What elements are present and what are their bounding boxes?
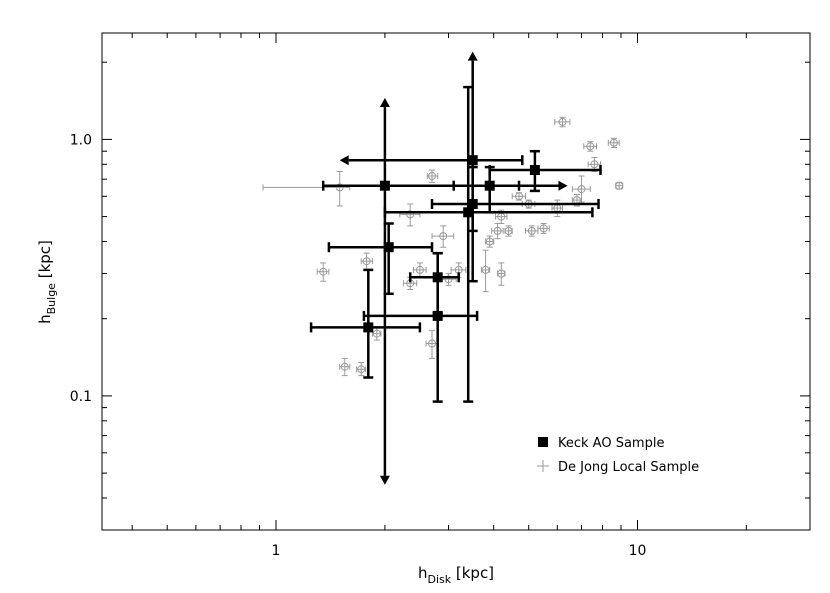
- keck-point: [452, 165, 568, 214]
- de-jong-point: [431, 225, 455, 248]
- arrow-down-icon: [379, 475, 390, 485]
- legend-marker-dejong: [537, 460, 549, 472]
- keck-marker: [484, 180, 495, 191]
- de-jong-marker: [444, 275, 453, 284]
- keck-point: [430, 165, 600, 233]
- de-jong-marker: [335, 183, 344, 192]
- de-jong-marker: [609, 138, 618, 147]
- plot-frame: [101, 32, 811, 531]
- de-jong-point: [372, 326, 382, 341]
- de-jong-marker: [406, 210, 415, 219]
- de-jong-marker: [357, 365, 366, 374]
- de-jong-marker: [428, 339, 436, 348]
- de-jong-point: [615, 181, 624, 190]
- keck-marker: [379, 180, 390, 191]
- arrow-right-icon: [558, 180, 568, 191]
- keck-marker: [467, 199, 478, 209]
- de-jong-marker: [539, 224, 548, 233]
- de-jong-point: [339, 357, 351, 377]
- keck-marker: [383, 242, 394, 253]
- de-jong-marker: [415, 265, 424, 274]
- axes-layer: 1 10 0.1 1.0: [70, 33, 811, 559]
- arrow-left-icon: [339, 155, 349, 166]
- de-jong-marker: [428, 172, 436, 180]
- keck-series: [309, 51, 602, 485]
- y-axis-label: hBulge [kpc]: [36, 240, 58, 324]
- keck-point: [408, 251, 460, 315]
- de-jong-marker: [558, 117, 567, 126]
- de-jong-point: [554, 116, 571, 128]
- de-jong-marker: [481, 265, 490, 274]
- de-jong-marker: [319, 267, 328, 276]
- de-jong-point: [425, 329, 439, 359]
- keck-point: [488, 149, 602, 193]
- de-jong-point: [497, 262, 506, 286]
- keck-marker: [467, 155, 478, 166]
- y-tick-label: 0.1: [70, 389, 92, 405]
- keck-marker: [432, 310, 443, 321]
- de-jong-point: [262, 171, 351, 207]
- de-jong-marker: [527, 226, 536, 235]
- x-tick-label: 1: [272, 543, 281, 559]
- x-axis-label: hDisk [kpc]: [418, 564, 494, 586]
- de-jong-point: [491, 223, 504, 240]
- de-jong-point: [356, 362, 367, 377]
- legend-marker-keck: [538, 437, 548, 447]
- keck-marker: [463, 207, 474, 218]
- legend-label-dejong: De Jong Local Sample: [558, 460, 699, 475]
- legend: Keck AO Sample De Jong Local Sample: [537, 436, 699, 475]
- de-jong-point: [504, 225, 513, 237]
- y-tick-label: 1.0: [70, 132, 92, 148]
- de-jong-point: [551, 199, 563, 218]
- de-jong-marker: [615, 181, 624, 190]
- legend-label-keck: Keck AO Sample: [558, 436, 664, 451]
- de-jong-point: [511, 192, 526, 201]
- x-tick-label: 10: [629, 543, 647, 559]
- de-jong-point: [413, 262, 427, 278]
- de-jong-marker: [372, 329, 381, 338]
- de-jong-marker: [493, 226, 502, 235]
- de-jong-marker: [590, 160, 599, 169]
- keck-point: [362, 251, 479, 403]
- keck-point: [327, 222, 434, 296]
- de-jong-point: [480, 249, 491, 293]
- de-jong-point: [360, 252, 374, 271]
- de-jong-point: [426, 169, 439, 183]
- de-jong-point: [399, 203, 421, 227]
- de-jong-marker: [577, 185, 586, 194]
- de-jong-marker: [340, 362, 349, 371]
- de-jong-marker: [485, 237, 494, 246]
- keck-point: [309, 268, 422, 379]
- keck-marker: [529, 165, 540, 175]
- de-jong-series: [262, 116, 624, 377]
- arrow-up-icon: [467, 51, 478, 61]
- de-jong-point: [525, 225, 539, 237]
- de-jong-point: [485, 235, 495, 248]
- de-jong-marker: [586, 142, 595, 151]
- de-jong-marker: [497, 269, 506, 278]
- de-jong-point: [316, 262, 330, 282]
- de-jong-point: [571, 175, 591, 203]
- de-jong-point: [607, 137, 620, 148]
- de-jong-point: [583, 141, 597, 152]
- de-jong-marker: [362, 257, 371, 266]
- de-jong-point: [537, 223, 550, 234]
- keck-point: [321, 98, 521, 485]
- de-jong-marker: [504, 226, 513, 235]
- arrow-up-icon: [379, 98, 390, 107]
- de-jong-point: [440, 273, 457, 286]
- de-jong-marker: [439, 232, 448, 241]
- keck-marker: [363, 322, 374, 333]
- de-jong-marker: [515, 192, 523, 201]
